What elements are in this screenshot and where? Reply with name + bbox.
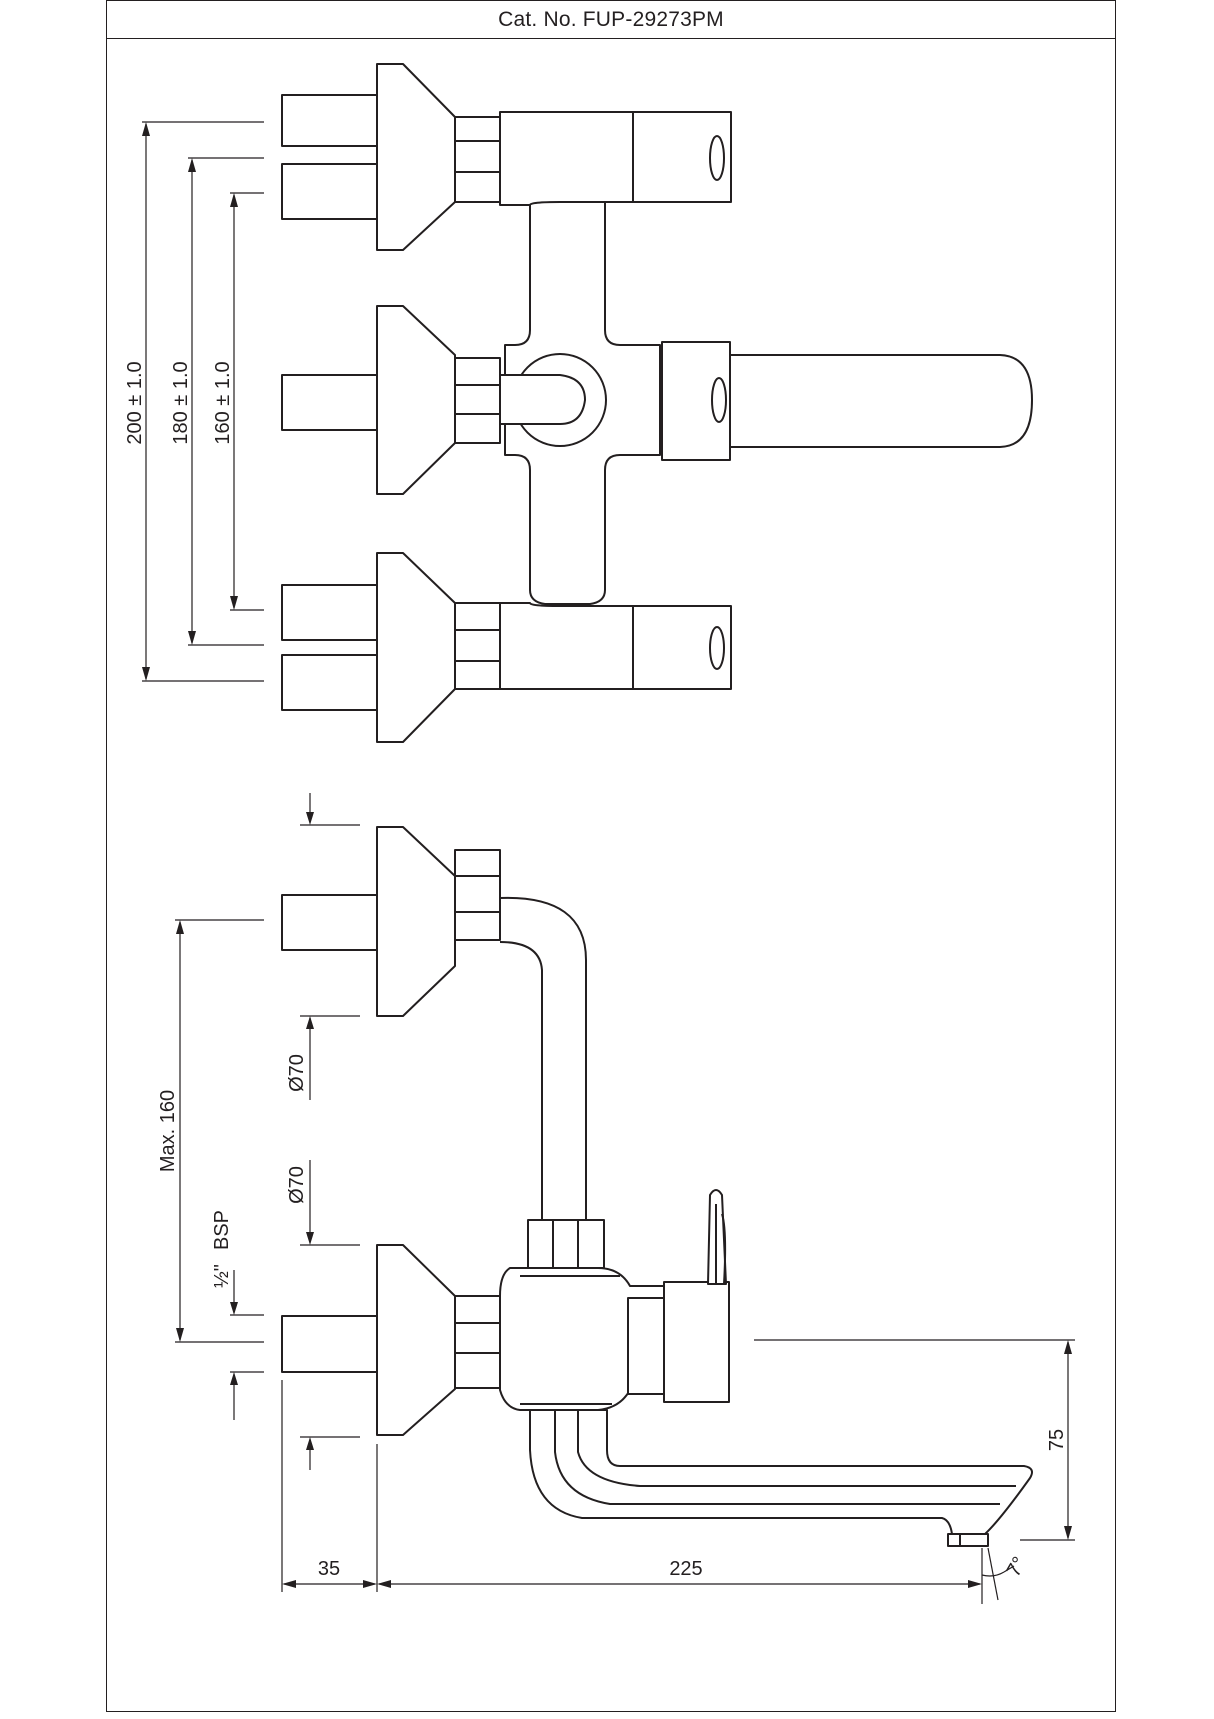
dim-thread-size-fraction: ½" (211, 1264, 233, 1288)
side-mixer-body (499, 1189, 730, 1411)
side-lower-inlet (281, 1244, 501, 1436)
dim-spout-projection: 225 (669, 1558, 702, 1580)
plan-bottom-valve (281, 552, 732, 743)
title-bar: Cat. No. FUP-29273PM (107, 1, 1115, 39)
dim-outer-spacing: 200 ± 1.0 (124, 361, 146, 444)
dim-thread-label: BSP (211, 1210, 233, 1250)
plan-middle-valve (281, 305, 1033, 495)
side-view: Ø70 Ø70 Max. 160 ½" BSP 75 (157, 793, 1075, 1604)
dim-spout-angle: 7° (1002, 1553, 1031, 1581)
plan-top-valve (281, 63, 732, 251)
side-spout (529, 1409, 1033, 1547)
dim-inner-spacing: 160 ± 1.0 (212, 361, 234, 444)
dim-middle-spacing: 180 ± 1.0 (170, 361, 192, 444)
dim-flange-diameter-lower: Ø70 (286, 1166, 308, 1204)
side-pipe-nut (527, 1219, 605, 1269)
catalog-number: Cat. No. FUP-29273PM (498, 7, 724, 31)
drawing-frame: Cat. No. FUP-29273PM (106, 0, 1116, 1712)
dim-spout-height: 75 (1046, 1429, 1068, 1451)
plan-view: 200 ± 1.0 180 ± 1.0 160 ± 1.0 (124, 63, 1033, 743)
side-upper-inlet (281, 826, 587, 1220)
dim-max-height: Max. 160 (157, 1090, 179, 1172)
dim-flange-diameter-upper: Ø70 (286, 1054, 308, 1092)
dim-wall-offset: 35 (318, 1558, 340, 1580)
